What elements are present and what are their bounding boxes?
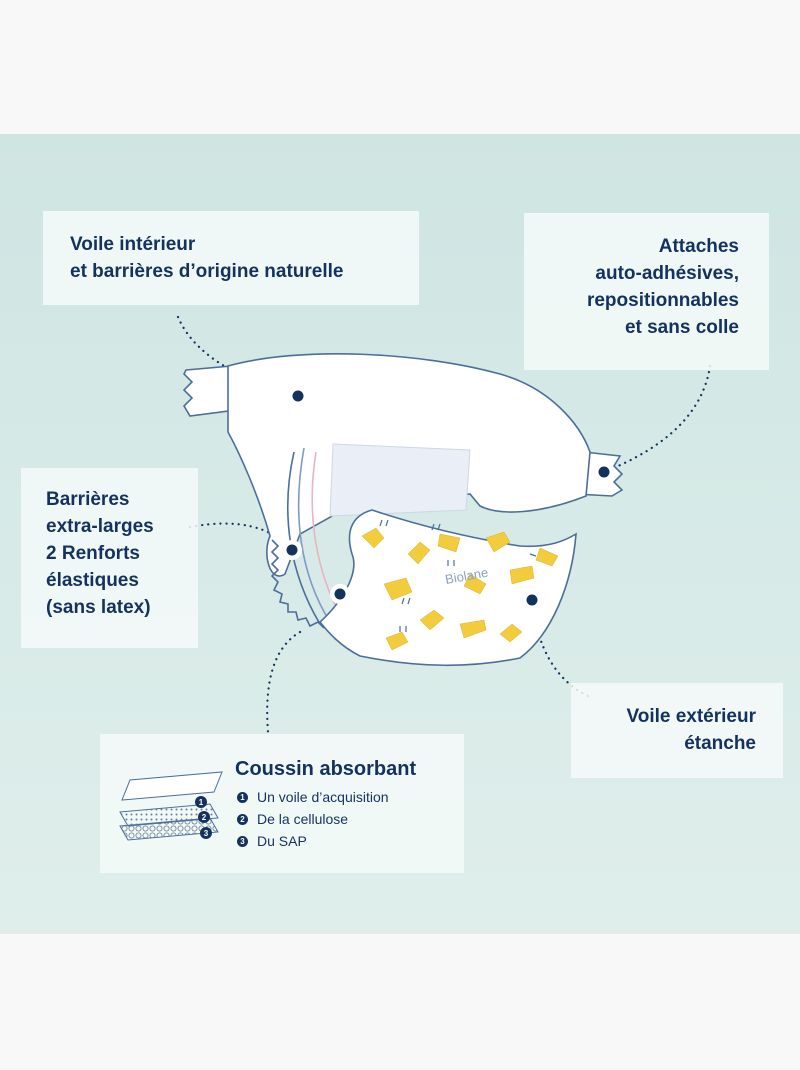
label-line: Voile intérieur bbox=[70, 234, 196, 255]
layer-number: 2 bbox=[202, 813, 207, 822]
label-barrieres: Barrières extra-larges 2 Renforts élasti… bbox=[21, 468, 198, 648]
markers bbox=[282, 386, 614, 610]
marker-voile-exterieur bbox=[522, 590, 542, 610]
item-text: Du SAP bbox=[257, 833, 307, 849]
marker-barrieres bbox=[282, 540, 302, 560]
label-line: Attaches bbox=[658, 236, 739, 257]
label-line: repositionnables bbox=[586, 290, 739, 311]
marker-coussin bbox=[330, 584, 350, 604]
label-line: et sans colle bbox=[624, 317, 739, 338]
layer-number: 3 bbox=[204, 829, 209, 838]
label-attaches: Attaches auto-adhésives, repositionnable… bbox=[524, 213, 769, 370]
label-voile-interieur: Voile intérieur et barrières d’origine n… bbox=[43, 211, 419, 305]
diagram-panel: Biolane Voile bbox=[0, 134, 800, 934]
label-line: étanche bbox=[684, 733, 756, 754]
diaper-illustration: Biolane bbox=[176, 315, 712, 734]
coussin-title: Coussin absorbant bbox=[235, 758, 417, 780]
list-item: 1 Un voile d’acquisition bbox=[237, 786, 389, 808]
label-voile-exterieur: Voile extérieur étanche bbox=[571, 683, 783, 778]
item-number: 2 bbox=[237, 813, 248, 825]
connector-lines bbox=[176, 315, 712, 734]
list-item: 3 Du SAP bbox=[237, 830, 389, 852]
item-number: 3 bbox=[237, 835, 248, 847]
elastic-ruffle bbox=[270, 539, 325, 629]
label-line: Voile extérieur bbox=[626, 706, 756, 727]
label-line: 2 Renforts bbox=[46, 543, 140, 564]
label-line: extra-larges bbox=[46, 516, 154, 537]
marker-attaches bbox=[594, 462, 614, 482]
marker-voile-interieur bbox=[288, 386, 308, 406]
label-line: auto-adhésives, bbox=[595, 263, 739, 284]
label-coussin-absorbant: 1 2 3 Coussin absorbant 1 Un voile d’acq… bbox=[100, 734, 464, 873]
item-text: Un voile d’acquisition bbox=[257, 789, 389, 805]
absorbent-pad bbox=[329, 443, 471, 517]
label-line: élastiques bbox=[46, 570, 139, 591]
layers-icon: 1 2 3 bbox=[119, 771, 223, 841]
print-details bbox=[379, 519, 537, 632]
coussin-list: 1 Un voile d’acquisition 2 De la cellulo… bbox=[237, 786, 389, 852]
label-line: (sans latex) bbox=[46, 597, 151, 618]
item-text: De la cellulose bbox=[257, 811, 349, 827]
layer-number: 1 bbox=[199, 798, 204, 807]
label-line: Barrières bbox=[46, 489, 130, 510]
label-line: et barrières d’origine naturelle bbox=[70, 261, 344, 282]
brand-logo: Biolane bbox=[444, 565, 489, 587]
print-motifs bbox=[361, 527, 559, 651]
item-number: 1 bbox=[237, 791, 248, 803]
list-item: 2 De la cellulose bbox=[237, 808, 389, 830]
diaper-front bbox=[318, 509, 577, 667]
